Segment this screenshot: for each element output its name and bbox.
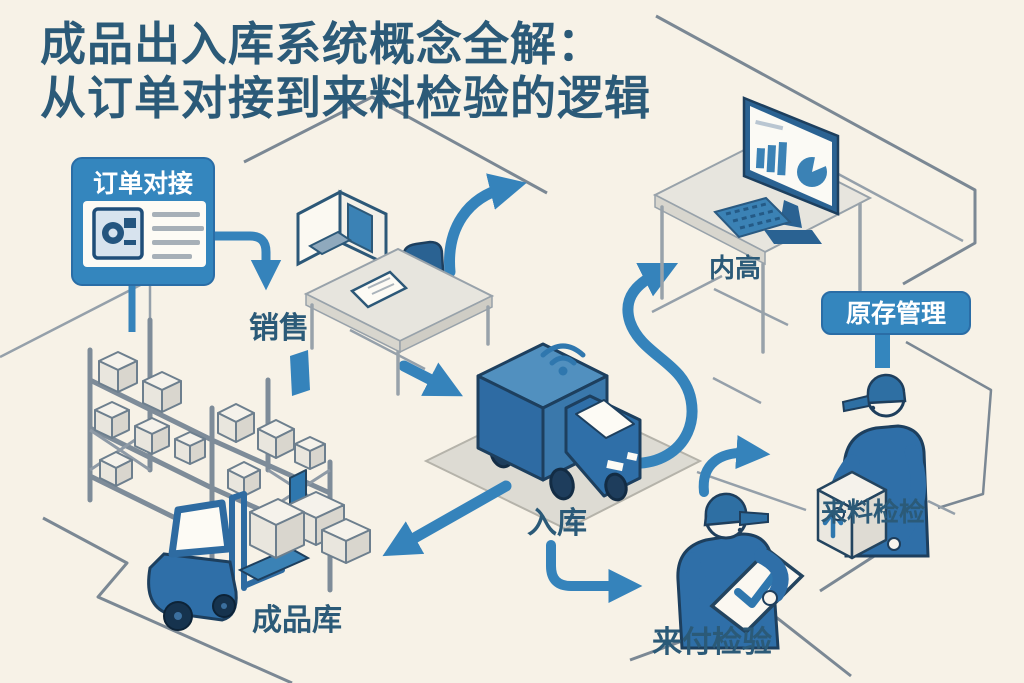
title-line-1: 成品出入库系统概念全解： xyxy=(40,18,604,70)
inventory-management-label: 原存管理 xyxy=(846,299,946,328)
arrow-truck-to-domestic xyxy=(587,262,698,469)
order-document-icon xyxy=(92,207,144,260)
delivery-truck-icon xyxy=(476,342,642,502)
rack-box xyxy=(94,401,130,439)
keyboard-icon xyxy=(713,196,792,239)
bar-chart-glyph xyxy=(755,142,787,176)
windshield xyxy=(575,399,635,439)
pie-chart-glyph xyxy=(797,157,827,187)
sales-label: 销售 xyxy=(249,312,309,345)
order-docking-badge: 订单对接 xyxy=(71,157,215,286)
page-title: 成品出入库系统概念全解： 从订单对接到来料检验的逻辑 xyxy=(40,18,651,124)
small-laptop xyxy=(308,230,352,256)
forklift-icon xyxy=(147,491,311,631)
rack-box xyxy=(294,436,326,470)
pallet-box xyxy=(249,498,305,559)
arrow-inbound-to-warehouse xyxy=(382,480,512,557)
arrow-desk-to-truck xyxy=(398,360,463,397)
clipboard-inspector-icon xyxy=(676,492,805,650)
title-line-2: 从订单对接到来料检验的逻辑 xyxy=(40,72,651,124)
finished-goods-warehouse-label: 成品库 xyxy=(252,604,342,637)
rack-box xyxy=(227,461,261,497)
rack-box xyxy=(174,431,206,465)
rack-box xyxy=(98,351,138,393)
rack-box xyxy=(142,371,182,413)
arrow-sales-curve-up xyxy=(444,173,527,278)
rack-box xyxy=(257,419,295,459)
sales-flow-dash xyxy=(290,350,310,396)
inventory-management-badge: 原存管理 xyxy=(821,291,971,335)
domestic-sales-label: 内高 xyxy=(709,253,761,283)
box-carrier-icon xyxy=(816,373,930,560)
workstation-monitor-icon xyxy=(296,189,388,267)
wifi-signal-icon xyxy=(540,343,586,376)
sales-desk-icon xyxy=(303,247,495,396)
arrow-inspection-to-material xyxy=(698,435,771,497)
order-text-lines xyxy=(152,212,204,259)
rack-box xyxy=(134,417,170,455)
wall-monitor xyxy=(347,202,373,254)
order-sheet xyxy=(349,270,409,309)
incoming-material-inspection-label: 来料检检 xyxy=(821,497,925,527)
inventory-badge-stem xyxy=(875,330,890,368)
dashboard-desk xyxy=(652,140,873,354)
order-docking-label: 订单对接 xyxy=(93,170,193,198)
arrow-order-to-sales xyxy=(209,231,282,291)
rack-box xyxy=(217,403,255,443)
arrow-inbound-to-inspection xyxy=(546,540,643,604)
flow-arrows xyxy=(209,173,771,604)
incoming-inspection-label: 来付检验 xyxy=(652,625,772,659)
rack-box xyxy=(99,451,133,487)
inbound-label: 入库 xyxy=(527,507,587,540)
